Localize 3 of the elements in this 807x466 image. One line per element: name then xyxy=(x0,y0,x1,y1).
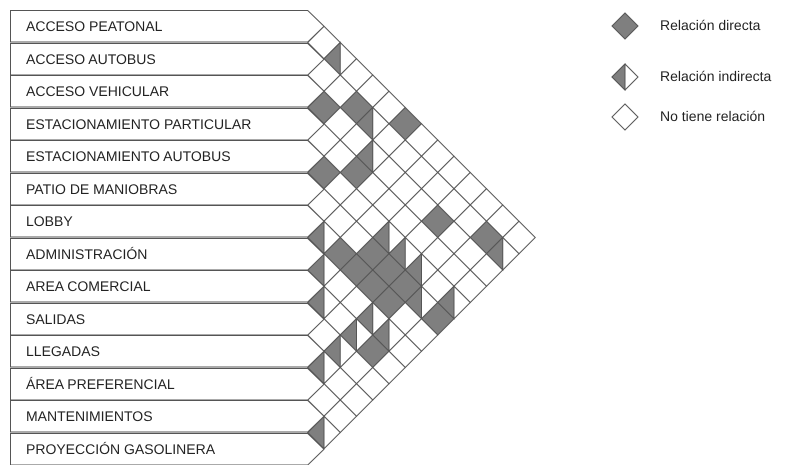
legend-label: No tiene relación xyxy=(660,109,766,123)
legend-label: Relación indirecta xyxy=(660,69,772,83)
legend-label: Relación directa xyxy=(660,18,760,32)
